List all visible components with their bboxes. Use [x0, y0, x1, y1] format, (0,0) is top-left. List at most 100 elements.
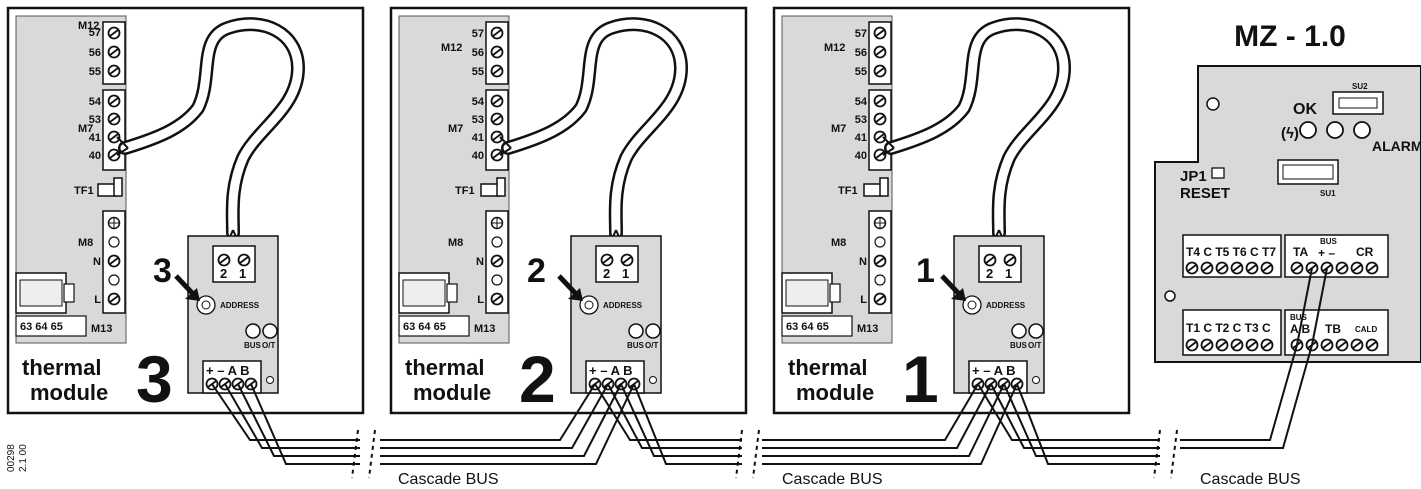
label-tf1: TF1: [838, 185, 858, 197]
iface-bottom-terms: + – A B: [972, 363, 1015, 378]
thermal-module-panel-1: M12 57 56 55 54 53 M7 41 40 TF1 M8 N L 6…: [774, 8, 1129, 416]
label-m13: M13: [857, 323, 878, 335]
terms-m13: 63 64 65: [20, 321, 63, 333]
label-m7: M7: [831, 123, 846, 135]
ok-label: OK: [1293, 101, 1317, 118]
term-54: 54: [855, 96, 868, 108]
iface-term-2: 2: [220, 266, 227, 281]
mz-cr: CR: [1356, 245, 1374, 259]
term-56: 56: [89, 47, 101, 59]
module-word-thermal: thermal: [405, 355, 484, 380]
label-m7: M7: [78, 123, 93, 135]
term-40: 40: [855, 150, 867, 162]
term-n: N: [93, 256, 101, 268]
term-l: L: [860, 294, 867, 306]
address-label: ADDRESS: [220, 301, 260, 310]
module-number: 1: [902, 342, 939, 416]
cascade-bus-label-3: Cascade BUS: [1200, 471, 1301, 488]
module-word-thermal: thermal: [788, 355, 867, 380]
mz-top-left-terms: T4 C T5 T6 C T7: [1186, 245, 1276, 259]
label-m8: M8: [831, 237, 846, 249]
term-56: 56: [472, 47, 484, 59]
mz-ta: TA: [1293, 245, 1308, 259]
iface-term-1: 1: [1005, 266, 1012, 281]
mz-bottom-left-terms: T1 C T2 C T3 C: [1186, 321, 1271, 335]
led-bus-label: BUS: [244, 341, 262, 350]
reset-label: RESET: [1180, 185, 1230, 202]
label-m8: M8: [448, 237, 463, 249]
term-40: 40: [89, 150, 101, 162]
term-l: L: [94, 294, 101, 306]
label-tf1: TF1: [74, 185, 94, 197]
mz-tb: TB: [1325, 322, 1341, 336]
address-number: 2: [527, 252, 546, 290]
term-41: 41: [89, 132, 101, 144]
su2-label: SU2: [1352, 82, 1368, 91]
address-number: 3: [153, 252, 172, 290]
term-53: 53: [89, 114, 101, 126]
mz-bus-head-top: BUS: [1320, 237, 1338, 246]
iface-bottom-terms: + – A B: [206, 363, 249, 378]
led-ot-label: O/T: [262, 341, 275, 350]
term-57: 57: [472, 28, 484, 40]
address-label: ADDRESS: [603, 301, 643, 310]
cascade-bus-label-1: Cascade BUS: [398, 471, 499, 488]
term-57: 57: [855, 28, 867, 40]
term-40: 40: [472, 150, 484, 162]
power-icon: (ϟ): [1281, 125, 1299, 142]
module-word-module: module: [30, 380, 108, 405]
mz-controller: MZ - 1.0 SU2 OK (ϟ) ALARM SU1 JP1 RESET …: [1154, 20, 1421, 363]
iface-term-2: 2: [986, 266, 993, 281]
address-label: ADDRESS: [986, 301, 1026, 310]
module-number: 3: [136, 342, 173, 416]
led-ot-label: O/T: [645, 341, 658, 350]
label-m12: M12: [441, 42, 462, 54]
iface-bottom-terms: + – A B: [589, 363, 632, 378]
module-word-module: module: [796, 380, 874, 405]
cascade-bus-label-2: Cascade BUS: [782, 471, 883, 488]
iface-term-1: 1: [239, 266, 246, 281]
led-bus-label: BUS: [1010, 341, 1028, 350]
module-number: 2: [519, 342, 556, 416]
label-m12: M12: [824, 42, 845, 54]
terms-m13: 63 64 65: [403, 321, 446, 333]
label-m13: M13: [91, 323, 112, 335]
mz-title: MZ - 1.0: [1234, 20, 1346, 53]
iface-term-1: 1: [622, 266, 629, 281]
label-tf1: TF1: [455, 185, 475, 197]
thermal-module-panel-2: M12 57 56 55 54 53 M7 41 40 TF1 M8 N L 6…: [391, 8, 746, 416]
term-55: 55: [855, 66, 867, 78]
jp1-label: JP1: [1180, 168, 1207, 185]
term-54: 54: [89, 96, 102, 108]
label-m8: M8: [78, 237, 93, 249]
su1-label: SU1: [1320, 189, 1336, 198]
iface-term-2: 2: [603, 266, 610, 281]
label-m12: M12: [78, 20, 99, 32]
term-56: 56: [855, 47, 867, 59]
terms-m13: 63 64 65: [786, 321, 829, 333]
cascade-bus-wiring: [211, 344, 1313, 465]
break-marks: [351, 429, 1178, 479]
mz-cald: CALD: [1355, 325, 1377, 334]
term-53: 53: [855, 114, 867, 126]
term-53: 53: [472, 114, 484, 126]
term-n: N: [859, 256, 867, 268]
term-57: 57: [89, 27, 101, 39]
module-word-thermal: thermal: [22, 355, 101, 380]
doc-rev: 2.1 00: [18, 444, 29, 472]
address-number: 1: [916, 252, 935, 290]
term-55: 55: [89, 66, 101, 78]
doc-code: 00298: [6, 444, 17, 472]
label-m13: M13: [474, 323, 495, 335]
term-54: 54: [472, 96, 485, 108]
alarm-label: ALARM: [1372, 138, 1421, 154]
module-word-module: module: [413, 380, 491, 405]
term-n: N: [476, 256, 484, 268]
term-41: 41: [472, 132, 484, 144]
led-ot-label: O/T: [1028, 341, 1041, 350]
term-41: 41: [855, 132, 867, 144]
label-m7: M7: [448, 123, 463, 135]
term-l: L: [477, 294, 484, 306]
term-55: 55: [472, 66, 484, 78]
